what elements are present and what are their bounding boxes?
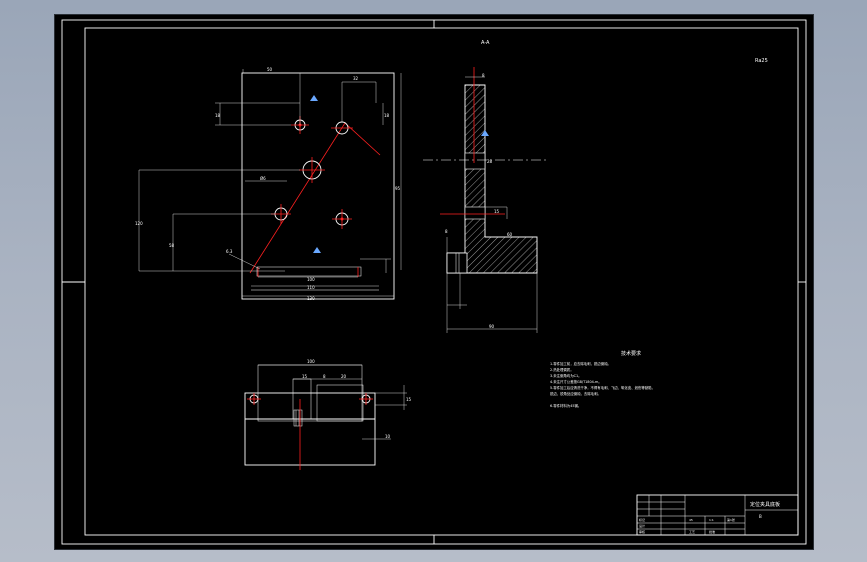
note-line-3: 3.未注倒角均为C1。 xyxy=(550,373,582,378)
dim-left-mid: 58 xyxy=(169,243,175,248)
side-dim-base-width: 60 xyxy=(507,232,513,237)
title-material: 45 xyxy=(689,518,693,522)
dim-bottom-1: 100 xyxy=(307,277,315,282)
bottom-dim-top: 100 xyxy=(307,359,315,364)
side-view: 8 28 15 60 8 90 xyxy=(423,67,548,333)
title-sheet: 第1张 xyxy=(727,517,735,522)
dim-top-left: 50 xyxy=(267,67,273,72)
bottom-dim-c: 20 xyxy=(341,374,347,379)
title-row-4: 工艺 xyxy=(689,529,695,534)
bottom-dim-right: 15 xyxy=(406,397,412,402)
base-left-block xyxy=(446,252,468,274)
title-part-name: 定位夹具底板 xyxy=(750,501,780,508)
note-line-4: 4.未注尺寸公差按GB/T1804-m。 xyxy=(550,379,602,384)
drawing-canvas[interactable]: A-A Ra25 50 32 xyxy=(55,15,813,549)
front-view-outline xyxy=(241,72,395,300)
dim-right-small: 18 xyxy=(384,113,390,118)
dim-right-full: 95 xyxy=(395,186,401,191)
bottom-slot xyxy=(256,266,362,277)
dim-left-small: 18 xyxy=(215,113,221,118)
title-row-5: 批准 xyxy=(709,529,715,534)
title-scale: 1:1 xyxy=(709,518,714,522)
note-line-1: 1.零件加工前，应去除毛刺，锐边倒钝。 xyxy=(550,361,611,366)
note-line-6: 锐边、锐角处应倒钝，去除毛刺。 xyxy=(550,391,601,396)
leader-note: 6.3 xyxy=(226,249,233,254)
view-label-b: B xyxy=(759,514,762,519)
outer-frame xyxy=(61,19,807,545)
bottom-dim-bottom: 10 xyxy=(385,434,391,439)
title-row-1: 标记 xyxy=(639,517,645,522)
note-line-7: 6.零件材料为45钢。 xyxy=(550,403,581,408)
side-roughness-symbol xyxy=(481,130,489,136)
roughness-symbol-1 xyxy=(310,95,318,101)
view-label-top: A-A xyxy=(481,40,490,46)
title-block-outline xyxy=(636,494,799,536)
cad-viewport[interactable]: A-A Ra25 50 32 xyxy=(54,14,814,550)
dim-left-long: 120 xyxy=(135,221,143,226)
front-view: 50 32 18 18 120 58 Ø6 95 100 110 130 6.3 xyxy=(135,67,402,301)
note-line-2: 2.热处理调质。 xyxy=(550,367,574,372)
dim-bottom-3: 130 xyxy=(307,296,315,301)
diagonal-centerline xyxy=(249,122,346,274)
side-dim-top: 8 xyxy=(482,73,485,78)
bottom-dim-b: 8 xyxy=(323,374,326,379)
bottom-view-outline xyxy=(244,392,376,466)
side-dim-total: 90 xyxy=(489,324,495,329)
title-row-3: 审核 xyxy=(639,529,645,534)
inner-frame xyxy=(84,27,799,536)
dim-top-right: 32 xyxy=(353,76,359,81)
bottom-view: 100 15 8 20 15 10 xyxy=(244,359,412,470)
corner-roughness-mark: Ra25 xyxy=(755,58,768,64)
side-dim-base-left: 8 xyxy=(445,229,448,234)
section-profile xyxy=(446,84,538,274)
title-row-2: 设计 xyxy=(639,523,645,528)
technical-notes: 技术要求 1.零件加工前，应去除毛刺，锐边倒钝。 2.热处理调质。 3.未注倒角… xyxy=(550,350,655,408)
bottom-dim-a: 15 xyxy=(302,374,308,379)
roughness-symbol-2 xyxy=(313,247,321,253)
title-block: 定位夹具底板 B 标记 设计 审核 45 1:1 第1张 工艺 批准 xyxy=(636,494,799,536)
dim-circle: Ø6 xyxy=(260,176,266,181)
side-dim-mid-a: 28 xyxy=(487,159,493,164)
side-dim-mid-b: 15 xyxy=(494,209,500,214)
center-boss xyxy=(293,409,303,427)
note-line-5: 5.零件加工后应清洗干净，不得有毛刺、飞边、氧化皮、划伤等缺陷， xyxy=(550,385,655,390)
dim-bottom-2: 110 xyxy=(307,285,315,290)
notes-heading: 技术要求 xyxy=(621,350,641,357)
